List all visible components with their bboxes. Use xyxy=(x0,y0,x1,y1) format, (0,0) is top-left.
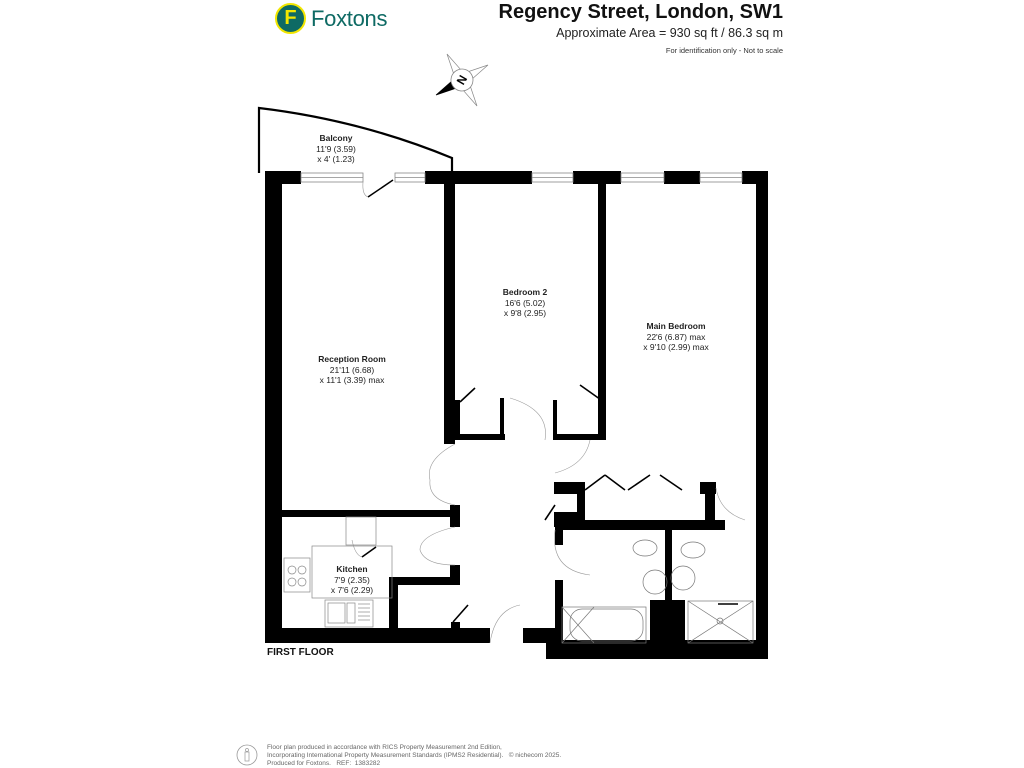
page-title: Regency Street, London, SW1 xyxy=(498,1,783,23)
footer: Floor plan produced in accordance with R… xyxy=(236,744,561,768)
approximate-area: Approximate Area = 930 sq ft / 86.3 sq m xyxy=(556,26,783,40)
toilet-icon xyxy=(632,539,658,557)
room-label-balcony: Balcony 11'9 (3.59) x 4' (1.23) xyxy=(316,133,356,165)
room-name: Bedroom 2 xyxy=(502,287,548,297)
room-dim-1: 16'6 (5.02) xyxy=(504,297,546,308)
room-label-kitchen: Kitchen 7'9 (2.35) x 7'6 (2.29) xyxy=(331,564,373,596)
room-dim-1: 11'9 (3.59) xyxy=(316,143,356,154)
room-dim-2: x 4' (1.23) xyxy=(317,154,355,164)
compass-rose-icon: N xyxy=(435,53,489,107)
interior-walls xyxy=(282,184,725,645)
basin-icon-2 xyxy=(670,565,696,591)
bathroom-fixtures xyxy=(561,539,754,644)
footer-line-2: Incorporating International Property Mea… xyxy=(267,752,562,759)
room-dim-2: x 9'10 (2.99) max xyxy=(643,342,709,352)
door-leaves xyxy=(361,384,683,623)
room-label-reception: Reception Room 21'11 (6.68) x 11'1 (3.39… xyxy=(318,354,386,386)
kitchen-units xyxy=(283,516,393,628)
room-dim-2: x 11'1 (3.39) max xyxy=(319,375,385,385)
disclaimer: For identification only - Not to scale xyxy=(665,46,783,55)
footer-line-1: Floor plan produced in accordance with R… xyxy=(267,744,502,751)
hob-icon xyxy=(283,557,311,593)
toilet-icon-2 xyxy=(680,541,706,559)
windows xyxy=(300,172,743,183)
sink-icon xyxy=(324,599,374,628)
logo-badge-letter: F xyxy=(284,7,297,29)
room-name: Main Bedroom xyxy=(646,321,706,331)
balcony-outline xyxy=(257,106,454,173)
footer-text: Floor plan produced in accordance with R… xyxy=(267,744,561,768)
logo-wordmark: Foxtons xyxy=(311,5,388,31)
door-swings xyxy=(351,397,746,644)
basin-icon xyxy=(642,569,668,595)
room-label-bedroom-2: Bedroom 2 16'6 (5.02) x 9'8 (2.95) xyxy=(503,287,547,319)
room-dim-1: 7'9 (2.35) xyxy=(334,574,370,585)
room-dim-1: 22'6 (6.87) max xyxy=(646,331,706,342)
footer-line-3: Produced for Foxtons. REF: 1383282 xyxy=(267,760,381,767)
room-name: Kitchen xyxy=(336,564,368,574)
foxtons-logo: F Foxtons xyxy=(275,3,387,34)
person-measure-icon xyxy=(236,744,258,766)
room-dim-2: x 7'6 (2.29) xyxy=(330,585,374,595)
room-name: Balcony xyxy=(319,133,353,143)
floor-label: FIRST FLOOR xyxy=(267,647,334,658)
room-name: Reception Room xyxy=(318,354,386,364)
room-dim-1: 21'11 (6.68) xyxy=(329,364,375,375)
room-label-main-bedroom: Main Bedroom 22'6 (6.87) max x 9'10 (2.9… xyxy=(643,321,708,353)
exterior-walls xyxy=(265,171,768,659)
logo-badge-icon: F xyxy=(275,3,306,34)
shower-icon xyxy=(687,600,754,644)
room-dim-2: x 9'8 (2.95) xyxy=(503,308,547,318)
bathtub-icon xyxy=(561,606,647,644)
